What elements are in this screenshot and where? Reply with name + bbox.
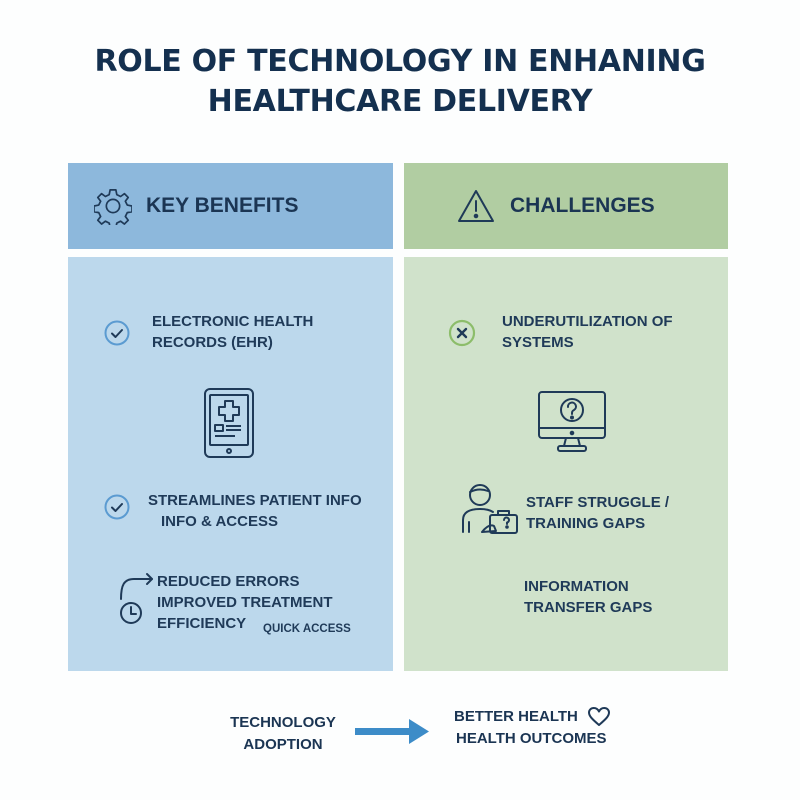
benefit-errors-line-2: IMPROVED TREATMENT [157, 594, 333, 611]
flow-to-line-1: BETTER HEALTH [454, 708, 578, 725]
monitor-question-icon [537, 390, 607, 456]
flow-arrow-icon [354, 718, 430, 746]
key-benefits-header: KEY BENEFITS [68, 163, 393, 249]
challenges-panel: UNDERUTILIZATION OF SYSTEMS [404, 257, 728, 671]
quick-access-note: QUICK ACCESS [263, 623, 351, 635]
challenge-underutil-line-2: SYSTEMS [502, 334, 574, 351]
benefit-item-streamlines: STREAMLINES PATIENT INFO INFO & ACCESS [148, 490, 362, 532]
warning-triangle-icon [456, 188, 496, 224]
challenge-underutil-line-1: UNDERUTILIZATION OF [502, 313, 673, 330]
flow-from-line-1: TECHNOLOGY [230, 714, 336, 731]
clock-arrow-icon [118, 571, 158, 629]
benefit-errors-line-1: REDUCED ERRORS [157, 573, 300, 590]
flow-to-line-2: HEALTH OUTCOMES [456, 730, 607, 747]
challenge-transfer-line-2: TRANSFER GAPS [524, 599, 653, 616]
challenge-staff-line-1: STAFF STRUGGLE / [526, 494, 670, 511]
check-circle-icon [104, 494, 130, 520]
key-benefits-title: KEY BENEFITS [146, 194, 299, 217]
benefit-item-reduced-errors: REDUCED ERRORS IMPROVED TREATMENT EFFICI… [157, 571, 333, 634]
flow-better-health-outcomes: BETTER HEALTH HEALTH OUTCOMES [452, 706, 607, 750]
heart-icon [588, 707, 610, 727]
challenge-transfer-line-1: INFORMATION [524, 578, 629, 595]
benefit-ehr-line-1: ELECTRONIC HEALTH [152, 313, 314, 330]
staff-briefcase-icon [460, 482, 520, 536]
benefit-streamlines-line-2: INFO & ACCESS [161, 513, 278, 530]
title-line-1: ROLE OF TECHNOLOGY IN ENHANING [94, 44, 706, 79]
challenge-item-underutilization: UNDERUTILIZATION OF SYSTEMS [502, 311, 673, 353]
benefit-errors-line-3: EFFICIENCY [157, 615, 247, 632]
flow-from-line-2: ADOPTION [243, 736, 323, 753]
benefit-streamlines-line-1: STREAMLINES PATIENT INFO [148, 492, 362, 509]
flow-technology-adoption: TECHNOLOGY ADOPTION [210, 712, 356, 756]
tablet-medical-record-icon [203, 387, 255, 459]
gear-icon [94, 187, 132, 225]
challenges-header: CHALLENGES [404, 163, 728, 249]
benefit-ehr-line-2: RECORDS (EHR) [152, 334, 273, 351]
page-title: ROLE OF TECHNOLOGY IN ENHANING HEALTHCAR… [0, 42, 800, 122]
benefit-item-ehr: ELECTRONIC HEALTH RECORDS (EHR) [152, 311, 313, 353]
challenges-title: CHALLENGES [510, 194, 655, 217]
challenge-item-information-transfer: INFORMATION TRANSFER GAPS [524, 576, 652, 618]
challenge-staff-line-2: TRAINING GAPS [526, 515, 646, 532]
key-benefits-panel: ELECTRONIC HEALTH RECORDS (EHR) STREAMLI… [68, 257, 393, 671]
title-line-2: HEALTHCARE DELIVERY [207, 84, 593, 119]
check-circle-icon [104, 320, 130, 346]
x-circle-icon [448, 319, 476, 347]
challenge-item-staff-struggle: STAFF STRUGGLE / TRAINING GAPS [526, 492, 669, 534]
